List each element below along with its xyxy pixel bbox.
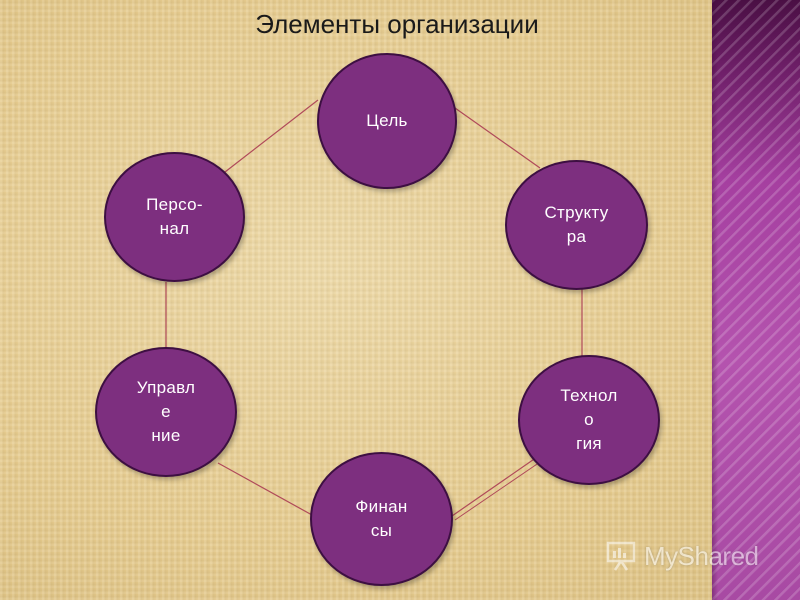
connector-technology-finance bbox=[451, 454, 541, 517]
connector-technology-finance-double bbox=[454, 459, 544, 521]
node-finance: Финан сы bbox=[310, 452, 453, 586]
presentation-board-icon bbox=[606, 541, 636, 571]
connector-personnel-goal bbox=[224, 99, 319, 173]
side-band-shadow bbox=[712, 0, 718, 600]
node-management-label: Управл е ние bbox=[136, 378, 196, 445]
connector-finance-management bbox=[217, 462, 313, 516]
node-personnel: Персо- нал bbox=[104, 152, 245, 282]
connector-goal-structure bbox=[454, 107, 541, 169]
slide-title: Элементы организации bbox=[0, 6, 800, 42]
node-management: Управл е ние bbox=[95, 347, 237, 477]
side-accent-band bbox=[712, 0, 800, 600]
node-technology-label: Технол о гия bbox=[560, 386, 618, 453]
node-finance-label: Финан сы bbox=[355, 497, 408, 540]
watermark-text: MyShared bbox=[644, 540, 759, 571]
node-technology: Технол о гия bbox=[518, 355, 660, 485]
watermark: MyShared bbox=[606, 538, 776, 574]
node-structure-label: Структу ра bbox=[544, 203, 609, 246]
slide-title-text: Элементы организации bbox=[255, 9, 539, 39]
node-goal-label: Цель bbox=[366, 111, 408, 130]
node-goal: Цель bbox=[317, 53, 457, 189]
node-structure: Структу ра bbox=[505, 160, 648, 290]
node-personnel-label: Персо- нал bbox=[146, 195, 203, 238]
